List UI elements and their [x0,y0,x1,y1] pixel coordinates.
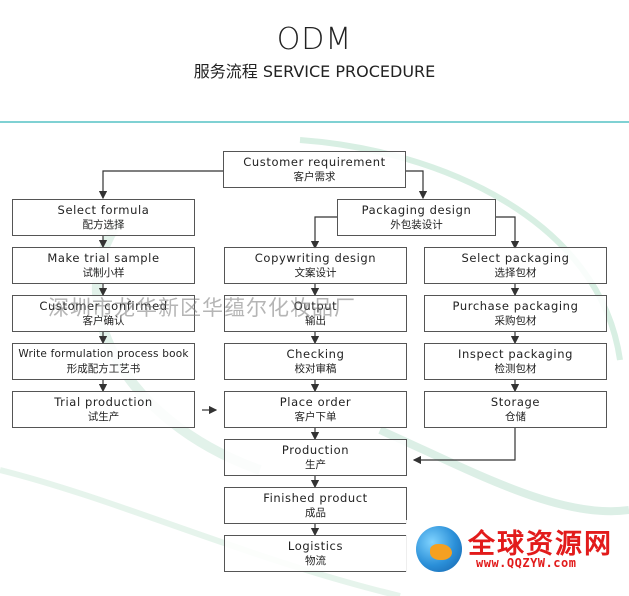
node-label-zh: 客户下单 [294,411,337,423]
node-label-en: Select packaging [461,251,570,265]
node-label-zh: 外包装设计 [390,219,443,231]
node-purchase-packaging: Purchase packaging 采购包材 [424,295,607,332]
node-label-en: Finished product [263,491,368,505]
node-label-zh: 仓储 [505,411,526,423]
node-label-en: Place order [279,395,352,409]
node-make-trial-sample: Make trial sample 试制小样 [12,247,195,284]
site-logo[interactable]: 全球资源网 www.QQZYW.com [406,520,628,576]
node-label-zh: 物流 [305,555,326,567]
node-label-zh: 配方选择 [82,219,125,231]
node-label-en: Output [293,299,338,313]
node-write-formulation: Write formulation process book 形成配方工艺书 [12,343,195,380]
node-label-zh: 文案设计 [294,267,337,279]
node-label-zh: 校对审稿 [294,363,337,375]
node-label-en: Make trial sample [47,251,160,265]
node-label-en: Inspect packaging [458,347,573,361]
node-output: Output 输出 [224,295,407,332]
node-label-zh: 试生产 [87,411,120,423]
node-label-zh: 客户需求 [293,171,336,183]
node-select-packaging: Select packaging 选择包材 [424,247,607,284]
node-label-zh: 试制小样 [82,267,125,279]
node-finished-product: Finished product 成品 [224,487,407,524]
watermark-text: 深圳市龙华新区华蕴尔化妆品厂 [48,296,356,320]
node-label-zh: 生产 [305,459,326,471]
node-production: Production 生产 [224,439,407,476]
node-label-zh: 成品 [305,507,326,519]
node-packaging-design: Packaging design 外包装设计 [337,199,496,236]
node-customer-confirmed: Customer confirmed 客户确认 [12,295,195,332]
node-label-zh: 输出 [305,315,326,327]
node-storage: Storage 仓储 [424,391,607,428]
globe-icon [416,526,462,572]
node-label-en: Logistics [287,539,344,553]
node-label-zh: 客户确认 [82,315,125,327]
node-label-zh: 形成配方工艺书 [66,363,141,375]
node-copywriting-design: Copywriting design 文案设计 [224,247,407,284]
logo-url: www.QQZYW.com [476,556,577,570]
node-checking: Checking 校对审稿 [224,343,407,380]
node-label-en: Checking [286,347,345,361]
logo-name: 全球资源网 [468,529,613,560]
node-label-zh: 选择包材 [494,267,537,279]
node-place-order: Place order 客户下单 [224,391,407,428]
page-title: ODM [276,22,353,57]
node-label-en: Packaging design [361,203,472,217]
node-label-en: Storage [490,395,541,409]
node-label-en: Select formula [57,203,150,217]
node-label-en: Purchase packaging [452,299,579,313]
node-inspect-packaging: Inspect packaging 检测包材 [424,343,607,380]
node-label-en: Copywriting design [254,251,377,265]
node-select-formula: Select formula 配方选择 [12,199,195,236]
node-logistics: Logistics 物流 [224,535,407,572]
node-label-zh: 检测包材 [494,363,537,375]
node-label-en: Customer confirmed [39,299,168,313]
node-label-zh: 采购包材 [494,315,537,327]
node-trial-production: Trial production 试生产 [12,391,195,428]
node-label-en: Production [281,443,350,457]
node-customer-requirement: Customer requirement 客户需求 [223,151,406,188]
node-label-en: Customer requirement [243,155,386,169]
node-label-en: Write formulation process book [18,348,189,360]
node-label-en: Trial production [54,395,153,409]
page-subtitle: 服务流程 SERVICE PROCEDURE [193,62,436,81]
header-divider [0,121,629,123]
